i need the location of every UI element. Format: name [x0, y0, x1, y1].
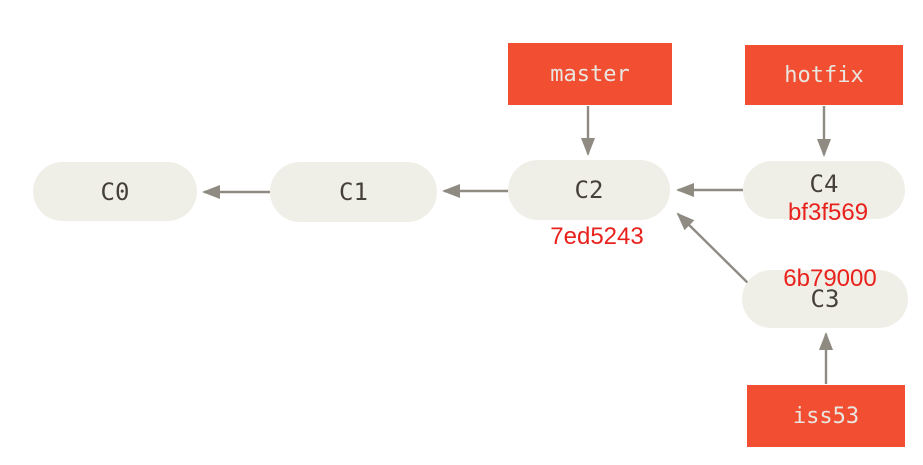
commit-label: C4: [809, 170, 839, 198]
branch-label-text: hotfix: [784, 62, 864, 88]
commit-node-c1: C1: [270, 162, 437, 222]
commit-node-c2: C2: [508, 160, 670, 220]
branch-label-hotfix: hotfix: [745, 45, 903, 105]
commit-hash-annotation-c4: bf3f569: [787, 199, 869, 226]
branch-label-master: master: [508, 43, 672, 105]
commit-node-c3: C3: [742, 270, 908, 328]
commit-label: C1: [339, 178, 368, 206]
commit-hash-annotation-c3: 6b79000: [783, 265, 877, 292]
commit-node-c4: C4: [743, 161, 905, 219]
commit-hash-annotation-c2: 7ed5243: [550, 223, 644, 250]
commit-label: C2: [574, 176, 604, 204]
branch-label-text: iss53: [792, 403, 860, 429]
commit-label: C3: [810, 285, 840, 313]
branch-label-text: master: [550, 61, 630, 87]
edge-C3-C2: [676, 212, 755, 290]
commit-label: C0: [100, 177, 130, 206]
branch-label-iss53: iss53: [747, 385, 905, 447]
commit-node-c0: C0: [33, 162, 197, 221]
